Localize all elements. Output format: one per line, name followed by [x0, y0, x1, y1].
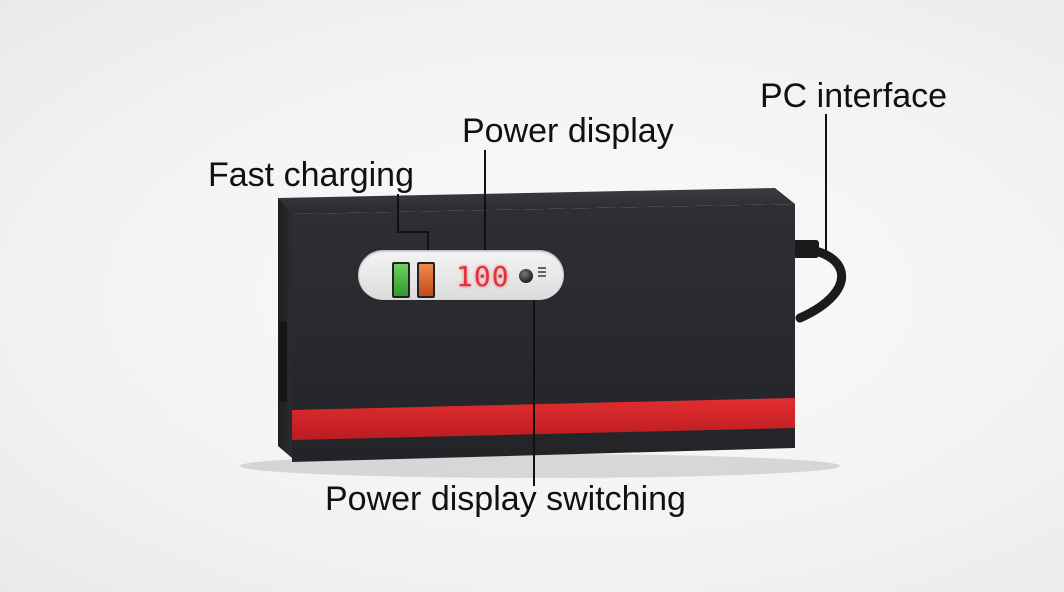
usb-port-green [392, 262, 410, 298]
product-shadow [240, 454, 840, 478]
power-display-label: Power display [462, 112, 674, 150]
usb-label-print [406, 260, 414, 296]
usb-port-orange [417, 262, 435, 298]
cable-connector [793, 240, 819, 258]
indicator-marks [538, 265, 548, 287]
fast-charging-pointer [397, 194, 429, 258]
power-display-switching-label: Power display switching [325, 480, 686, 518]
pc-interface-label: PC interface [760, 77, 948, 115]
power-bank-top [278, 188, 795, 214]
switch-button [519, 269, 533, 283]
usb-label-print [380, 260, 388, 296]
side-vent [279, 322, 287, 402]
red-stripe [292, 398, 795, 440]
control-panel: 100 [358, 250, 564, 300]
fast-charging-label: Fast charging [208, 156, 414, 194]
power-display-digits: 100 [456, 260, 510, 293]
cable [790, 243, 847, 323]
